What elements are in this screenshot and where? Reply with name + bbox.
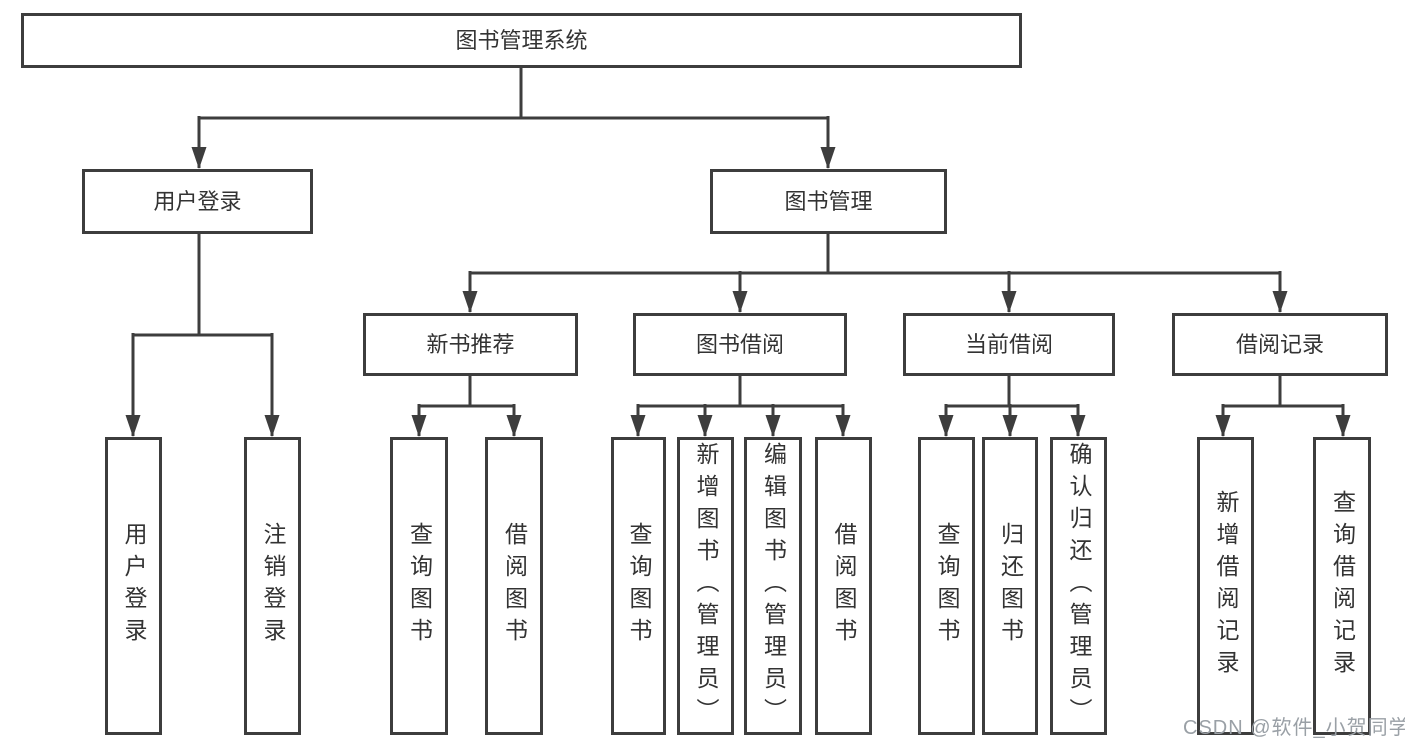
edge-user-login-to-leaves: [125, 234, 280, 437]
node-new-book-rec: 新书推荐: [363, 313, 578, 376]
node-leaf-cb-query-books-label: 查询图书: [934, 522, 960, 650]
node-root-system-label: 图书管理系统: [455, 27, 588, 53]
node-leaf-cb-confirm-return-admin-label: 确认归还（管理员）: [1066, 442, 1092, 730]
node-leaf-nb-query-books: 查询图书: [390, 437, 448, 735]
node-leaf-br-query-record: 查询借阅记录: [1313, 437, 1371, 735]
node-leaf-logout-label: 注销登录: [260, 522, 286, 650]
node-current-borrow-label: 当前借阅: [964, 331, 1053, 357]
node-leaf-cb-return-books: 归还图书: [982, 437, 1038, 735]
node-root-system: 图书管理系统: [21, 13, 1022, 68]
node-leaf-user-login: 用户登录: [105, 437, 162, 735]
edge-root-to-level2: [191, 68, 836, 169]
node-leaf-bb-edit-books-admin-label: 编辑图书（管理员）: [760, 442, 787, 730]
node-book-borrow-label: 图书借阅: [695, 331, 784, 357]
node-leaf-bb-add-books-admin-label: 新增图书（管理员）: [693, 442, 719, 730]
node-leaf-bb-borrow-books-label: 借阅图书: [831, 522, 857, 650]
node-leaf-bb-add-books-admin: 新增图书（管理员）: [677, 437, 734, 735]
node-book-mgmt-label: 图书管理: [784, 188, 873, 214]
csdn-watermark: CSDN @软件_小贺同学: [1183, 717, 1405, 739]
edge-current-borrow-to-leaves: [938, 376, 1086, 437]
node-book-borrow: 图书借阅: [633, 313, 847, 376]
node-book-mgmt: 图书管理: [710, 169, 947, 234]
node-leaf-nb-borrow-books: 借阅图书: [485, 437, 543, 735]
node-leaf-bb-query-books-label: 查询图书: [626, 522, 652, 650]
edge-book-borrow-to-leaves: [630, 376, 851, 437]
node-user-login-label: 用户登录: [153, 188, 242, 214]
node-user-login: 用户登录: [82, 169, 313, 234]
node-leaf-br-add-record-label: 新增借阅记录: [1213, 490, 1239, 682]
node-leaf-bb-borrow-books: 借阅图书: [815, 437, 872, 735]
node-leaf-bb-query-books: 查询图书: [611, 437, 666, 735]
node-leaf-br-add-record: 新增借阅记录: [1197, 437, 1254, 735]
node-current-borrow: 当前借阅: [903, 313, 1115, 376]
node-leaf-cb-query-books: 查询图书: [918, 437, 975, 735]
node-new-book-rec-label: 新书推荐: [426, 331, 515, 357]
node-leaf-nb-borrow-books-label: 借阅图书: [501, 522, 528, 650]
node-leaf-user-login-label: 用户登录: [121, 522, 147, 650]
node-leaf-br-query-record-label: 查询借阅记录: [1329, 490, 1356, 682]
edge-new-book-rec-to-leaves: [411, 376, 522, 437]
edge-borrow-records-to-leaves: [1215, 376, 1351, 437]
node-borrow-records-label: 借阅记录: [1235, 331, 1324, 357]
node-leaf-nb-query-books-label: 查询图书: [406, 522, 433, 650]
node-leaf-cb-return-books-label: 归还图书: [997, 522, 1024, 650]
node-leaf-cb-confirm-return-admin: 确认归还（管理员）: [1050, 437, 1107, 735]
node-leaf-logout: 注销登录: [244, 437, 301, 735]
node-leaf-bb-edit-books-admin: 编辑图书（管理员）: [744, 437, 802, 735]
node-borrow-records: 借阅记录: [1172, 313, 1388, 376]
edge-book-mgmt-to-level3: [462, 234, 1288, 313]
